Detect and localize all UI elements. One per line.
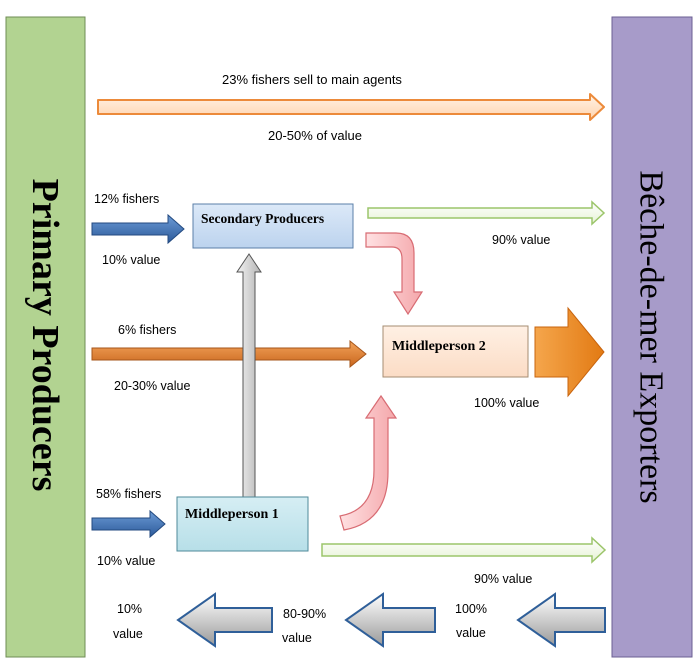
mp1-out-label: 90% value [474,572,532,586]
blue-arrow-mp1 [91,509,166,539]
bottom-c-label-1: 100% [455,602,487,616]
secondary-producers-box [192,203,354,249]
beche-de-mer-exporters-label: Bêche-de-mer Exporters [633,170,670,503]
top-arrow-label-2: 20-50% of value [268,128,362,143]
primary-producers-bar [5,16,86,658]
bottom-b-label-1: 80-90% [283,607,326,621]
middleperson-2-label: Middleperson 2 [392,339,486,354]
gray-arrow-up [236,253,262,498]
mp1-fishers-label: 58% fishers [96,487,161,501]
middleperson-1-label: Middleperson 1 [185,507,279,522]
bottom-c-label-2: value [456,626,486,640]
pink-arrow-mp1-to-mp2 [339,394,398,531]
bottom-b-label-2: value [282,631,312,645]
middleperson-2-box [382,325,529,378]
top-orange-arrow [97,93,605,121]
bottom-a-label-2: value [113,627,143,641]
middleperson-1-box [176,496,309,552]
blue-arrow-secondary [91,213,185,245]
orange-arrow-mp2 [91,339,367,369]
sec-fishers-label: 12% fishers [94,192,159,206]
sec-out-label: 90% value [492,233,550,247]
bottom-left-arrow-c [516,592,606,648]
pink-arrow-secondary-to-mp2 [365,232,424,316]
bottom-a-label-1: 10% [117,602,142,616]
mp2-value-label: 20-30% value [114,379,190,393]
bottom-left-arrow-a [176,592,273,648]
sec-value-label: 10% value [102,253,160,267]
beche-de-mer-exporters-bar [611,16,693,658]
mp2-out-label: 100% value [474,396,539,410]
top-arrow-label-1: 23% fishers sell to main agents [222,72,402,87]
primary-producers-label: Primary Producers [24,179,66,492]
green-arrow-secondary-out [367,200,606,226]
green-arrow-mp1-out [321,536,607,564]
mp2-fishers-label: 6% fishers [118,323,176,337]
big-orange-arrow [534,306,605,398]
bottom-left-arrow-b [344,592,436,648]
secondary-producers-label: Secondary Producers [201,211,324,226]
mp1-value-label: 10% value [97,554,155,568]
